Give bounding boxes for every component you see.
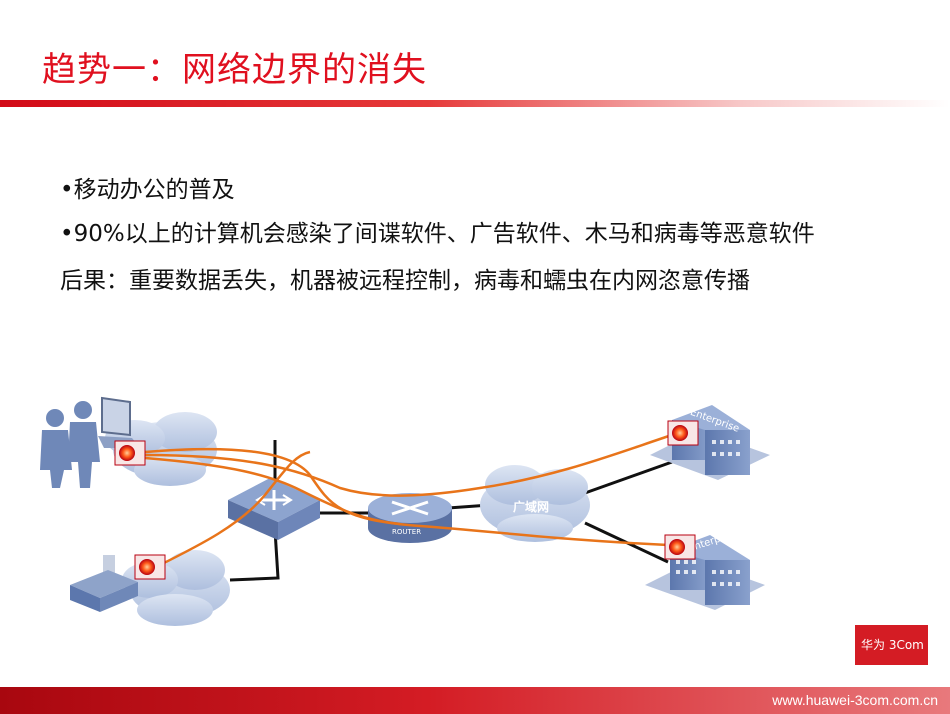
brand-logo [855,625,928,665]
bullet-mobile-office: •移动办公的普及 [60,177,235,203]
network-diagram: 广域网 ROUTER [40,396,770,626]
router-label: ROUTER [392,528,421,536]
title-underline [0,100,950,107]
switch-icon [228,478,320,540]
virus-marker-enterprise-bottom-icon [664,534,696,560]
virus-marker-enterprise-top-icon [667,420,699,446]
wan-cloud [480,465,590,542]
desktop-computer-icon [70,555,138,612]
mobile-users-icon [40,401,100,488]
threat-paths [144,433,673,567]
wan-label: 广域网 [513,499,549,514]
slide-title: 趋势一：网络边界的消失 [42,50,427,90]
footer-url: www.huawei-3com.com.cn [772,692,938,708]
virus-marker-laptop-icon [114,440,146,466]
bullet-malware-infection: •90%以上的计算机会感染了间谍软件、广告软件、木马和病毒等恶意软件 [60,221,815,247]
enterprise-building-bottom-icon [645,535,765,610]
footer-bar [0,687,950,714]
bullet-consequences: 后果：重要数据丢失，机器被远程控制，病毒和蠕虫在内网恣意传播 [60,268,750,294]
virus-marker-desktop-icon [134,554,166,580]
brand-logo-text: 华为 3Com [861,638,924,652]
